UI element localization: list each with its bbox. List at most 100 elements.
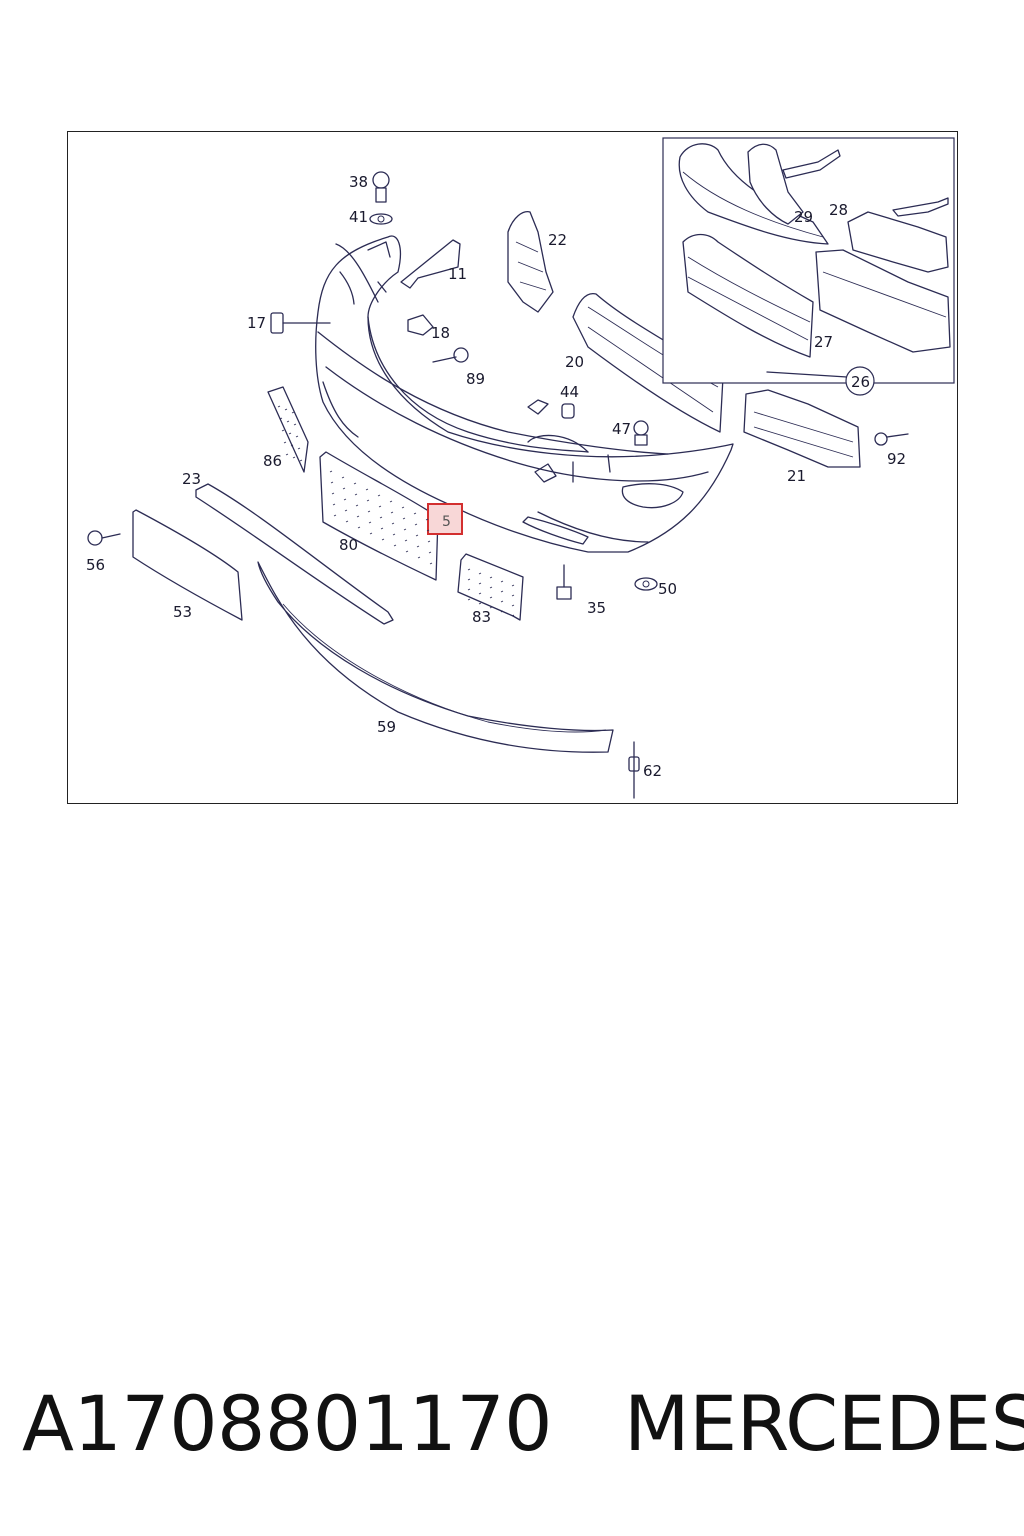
mesh-hole	[489, 606, 493, 609]
mesh-hole	[511, 584, 515, 587]
mesh-hole	[467, 598, 471, 601]
highlighted-callout[interactable]: 5	[427, 503, 463, 535]
mesh-hole	[380, 527, 384, 530]
callout-92: 92	[887, 450, 906, 468]
mesh-hole	[467, 588, 471, 591]
callout-38: 38	[349, 173, 368, 191]
mesh-hole	[511, 604, 515, 607]
mesh-hole	[379, 516, 383, 519]
part-number: A1708801170	[22, 1378, 553, 1468]
mesh-hole	[283, 441, 287, 444]
mesh-hole	[368, 521, 372, 524]
mesh-hole	[297, 447, 301, 450]
callout-27: 27	[814, 333, 833, 351]
bracket-11-drawing	[400, 239, 461, 289]
mesh-hole	[500, 600, 504, 603]
mesh-hole	[369, 532, 373, 535]
mesh-hole	[414, 523, 418, 526]
mesh-hole	[286, 420, 290, 423]
mesh-hole	[332, 503, 336, 506]
callout-17: 17	[247, 314, 266, 332]
mesh-hole	[500, 590, 504, 593]
mesh-hole	[279, 417, 283, 420]
mesh-hole	[284, 408, 288, 411]
callout-18: 18	[431, 324, 450, 342]
mesh-hole	[405, 550, 409, 553]
mesh-80-drawing	[319, 451, 439, 581]
bumper-cover-drawing	[315, 235, 734, 553]
mesh-hole	[427, 540, 431, 543]
plate-holder-53-drawing	[132, 509, 243, 621]
callout-21: 21	[787, 467, 806, 485]
mesh-hole	[367, 510, 371, 513]
mesh-hole	[342, 487, 346, 490]
callout-5[interactable]: 5	[442, 514, 451, 530]
inset-detail	[662, 137, 955, 384]
callout-80: 80	[339, 536, 358, 554]
trim-59-drawing	[257, 561, 614, 753]
mesh-hole	[293, 423, 297, 426]
mesh-hole	[393, 544, 397, 547]
mesh-hole	[416, 545, 420, 548]
mesh-hole	[417, 556, 421, 559]
part-caption: A1708801170 MERCEDES	[22, 1368, 1024, 1478]
callout-26: 26	[851, 373, 870, 391]
mesh-83-holes	[467, 568, 515, 617]
callout-53: 53	[173, 603, 192, 621]
callout-44: 44	[560, 383, 579, 401]
mesh-hole	[415, 534, 419, 537]
mesh-hole	[377, 494, 381, 497]
mesh-hole	[500, 580, 504, 583]
callout-labels: 38 41 11 22 17 18 89 20 44 47 86 23 56 8…	[86, 173, 906, 780]
spoiler-23-drawing	[195, 483, 394, 625]
mesh-hole	[389, 500, 393, 503]
mesh-hole	[478, 582, 482, 585]
mesh-hole	[426, 529, 430, 532]
callout-35: 35	[587, 599, 606, 617]
mesh-hole	[291, 411, 295, 414]
callout-59: 59	[377, 718, 396, 736]
mesh-hole	[356, 515, 360, 518]
parts-diagram: 38 41 11 22 17 18 89 20 44 47 86 23 56 8…	[67, 131, 958, 804]
highlight-box[interactable]	[427, 503, 463, 535]
mesh-hole	[354, 493, 358, 496]
mesh-hole	[277, 405, 281, 408]
mesh-hole	[344, 509, 348, 512]
callout-62: 62	[643, 762, 662, 780]
mesh-hole	[292, 456, 296, 459]
mesh-hole	[333, 514, 337, 517]
mesh-hole	[357, 526, 361, 529]
mesh-hole	[511, 614, 515, 617]
mesh-hole	[288, 432, 292, 435]
mesh-hole	[355, 504, 359, 507]
callout-22: 22	[548, 231, 567, 249]
part-22-drawing	[507, 211, 554, 313]
mesh-hole	[478, 592, 482, 595]
mesh-hole	[290, 444, 294, 447]
callout-83: 83	[472, 608, 491, 626]
mesh-hole	[403, 528, 407, 531]
mesh-hole	[378, 505, 382, 508]
callout-20: 20	[565, 353, 584, 371]
mesh-hole	[467, 578, 471, 581]
mesh-hole	[489, 596, 493, 599]
mesh-hole	[391, 522, 395, 525]
mesh-hole	[329, 470, 333, 473]
callout-29: 29	[794, 208, 813, 226]
mesh-hole	[341, 476, 345, 479]
mesh-hole	[392, 533, 396, 536]
mesh-hole	[478, 602, 482, 605]
callout-89: 89	[466, 370, 485, 388]
mesh-hole	[429, 562, 433, 565]
mesh-hole	[295, 435, 299, 438]
mesh-hole	[299, 459, 303, 462]
mesh-86-holes	[277, 405, 303, 462]
callout-11: 11	[448, 265, 467, 283]
fasteners-drawing	[87, 171, 909, 799]
mesh-hole	[402, 517, 406, 520]
mesh-hole	[478, 572, 482, 575]
mesh-hole	[281, 429, 285, 432]
callout-28: 28	[829, 201, 848, 219]
callout-23: 23	[182, 470, 201, 488]
mesh-80-holes	[329, 470, 433, 565]
